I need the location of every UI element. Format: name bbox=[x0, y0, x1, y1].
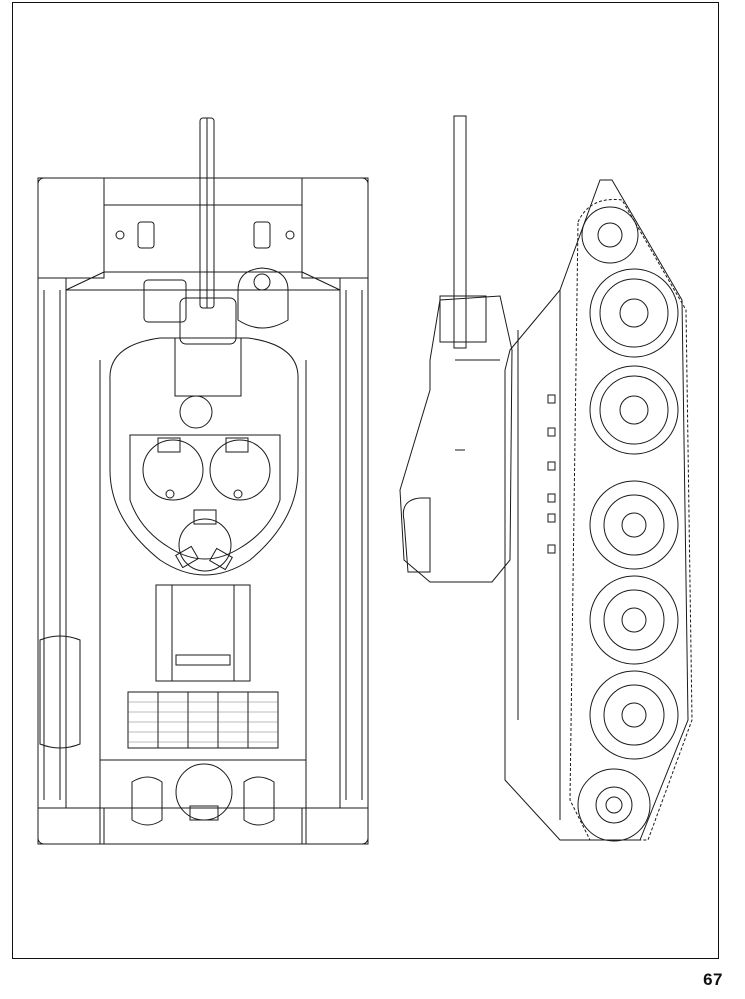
commander-hatch bbox=[142, 439, 204, 501]
hull-deck bbox=[65, 289, 341, 809]
driver-hatch-periscope-right bbox=[253, 221, 271, 249]
hatch-hinge-right bbox=[225, 437, 249, 453]
page-border bbox=[12, 2, 719, 959]
exhaust-right bbox=[243, 776, 275, 826]
road-wheel-3 bbox=[589, 480, 679, 570]
turret-side bbox=[399, 295, 513, 583]
right-fender-front bbox=[301, 177, 369, 279]
hull-side-outline bbox=[504, 179, 689, 841]
hatch-hinge-left bbox=[157, 437, 181, 453]
drive-sprocket bbox=[577, 768, 651, 842]
track-run bbox=[569, 198, 693, 841]
engine-grille bbox=[127, 691, 279, 749]
rear-access-hatch bbox=[175, 763, 233, 821]
page-number: 67 bbox=[703, 970, 723, 989]
loader-hatch bbox=[209, 439, 271, 501]
tank-top-view bbox=[37, 117, 369, 845]
stowage-box bbox=[143, 279, 187, 323]
road-wheel-4 bbox=[589, 575, 679, 665]
road-wheel-1 bbox=[589, 268, 679, 358]
gun-mantlet-front bbox=[179, 297, 237, 345]
stowed-tarp bbox=[39, 635, 81, 749]
tank-side-view bbox=[399, 115, 693, 842]
driver-hatch bbox=[237, 267, 289, 329]
rear-plate bbox=[99, 759, 307, 845]
front-glacis bbox=[103, 204, 303, 273]
driver-hatch-periscope-left bbox=[137, 221, 155, 249]
exhaust-left bbox=[131, 776, 163, 826]
periscope-ring bbox=[179, 395, 213, 429]
road-wheel-5 bbox=[589, 670, 679, 760]
mantlet bbox=[174, 337, 242, 397]
turret-roof bbox=[129, 434, 281, 560]
engine-access-plate bbox=[155, 584, 251, 682]
left-track bbox=[37, 277, 67, 809]
left-fender-front bbox=[37, 177, 105, 279]
road-wheel-2 bbox=[589, 365, 679, 455]
side-gun-barrel bbox=[453, 115, 467, 349]
turret-mantlet-side bbox=[439, 295, 487, 343]
cupola bbox=[178, 518, 232, 572]
right-track bbox=[339, 277, 369, 809]
turret-outline bbox=[109, 337, 299, 576]
idler-wheel bbox=[581, 206, 639, 264]
